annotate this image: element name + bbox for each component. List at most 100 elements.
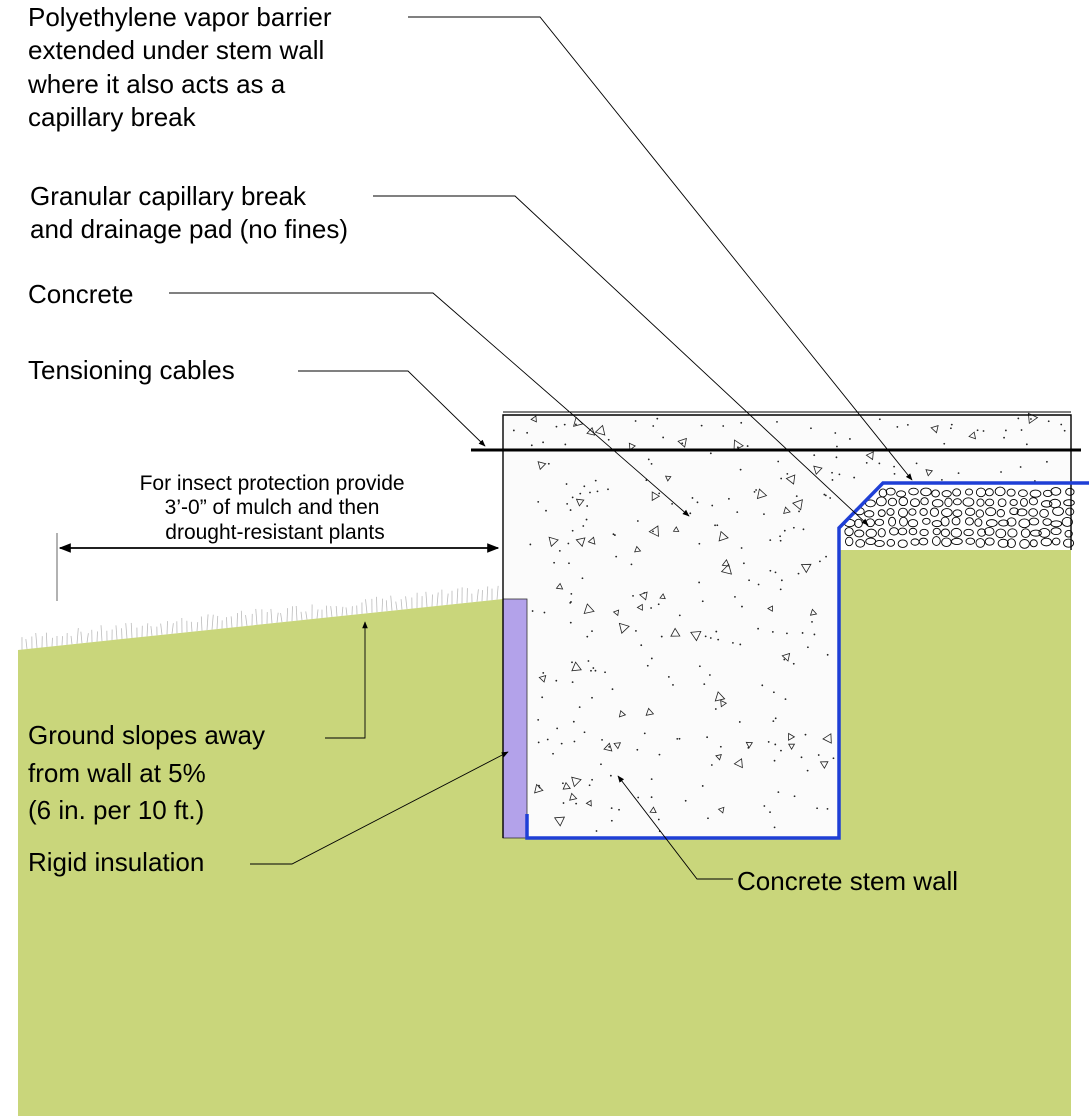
aggregate-dot — [736, 511, 739, 514]
aggregate-dot — [647, 458, 650, 461]
gravel-stone — [874, 518, 885, 526]
slope-label-line: from wall at 5% — [28, 758, 206, 788]
granular-pad-label-line: Granular capillary break — [30, 181, 307, 211]
aggregate-dot — [1046, 460, 1048, 463]
aggregate-dot — [825, 555, 827, 558]
aggregate-dot — [949, 427, 952, 430]
aggregate-dot — [571, 661, 573, 664]
aggregate-dot — [786, 472, 789, 475]
aggregate-stone — [537, 461, 547, 471]
aggregate-dot — [728, 497, 730, 500]
aggregate-dot — [570, 592, 573, 595]
grass-blade — [245, 614, 248, 626]
tensioning-cables-label: Tensioning cables — [28, 355, 235, 385]
gravel-stone — [1065, 507, 1075, 516]
aggregate-dot — [704, 635, 707, 638]
gravel-stone — [907, 519, 919, 528]
aggregate-stone — [575, 498, 585, 507]
aggregate-stone — [783, 506, 791, 515]
aggregate-dot — [660, 635, 663, 638]
aggregate-stone — [639, 591, 648, 601]
grass-blade — [325, 605, 328, 618]
aggregate-dot — [564, 443, 567, 446]
aggregate-dot — [583, 731, 586, 734]
gravel-stone — [950, 537, 963, 546]
aggregate-dot — [579, 492, 582, 495]
gravel-stone — [985, 507, 997, 517]
aggregate-stone — [628, 442, 636, 451]
grass-texture — [21, 585, 499, 650]
aggregate-dot — [784, 698, 787, 701]
aggregate-dot — [592, 667, 595, 669]
aggregate-dot — [943, 442, 946, 445]
aggregate-dot — [736, 446, 739, 449]
gravel-stone — [864, 510, 875, 518]
gravel-stone — [964, 517, 974, 526]
grass-blade — [286, 608, 289, 622]
gravel-stones — [843, 486, 1075, 549]
gravel-stone — [885, 487, 896, 496]
gravel-stone — [975, 509, 985, 518]
gravel-stone — [932, 527, 941, 536]
gravel-stone — [897, 527, 908, 536]
gravel-stone — [1007, 528, 1018, 538]
aggregate-dot — [826, 653, 829, 656]
aggregate-stone — [618, 622, 630, 634]
grass-blade — [496, 585, 499, 600]
aggregate-dot — [607, 488, 609, 491]
stem-wall-label: Concrete stem wall — [737, 866, 958, 896]
grass-blade — [335, 606, 338, 617]
aggregate-dot — [773, 759, 776, 762]
aggregate-dot — [553, 561, 556, 564]
gravel-stone — [929, 507, 939, 517]
aggregate-dot — [529, 543, 532, 546]
aggregate-dot — [552, 752, 554, 755]
aggregate-stone — [594, 424, 606, 436]
aggregate-dot — [547, 462, 550, 465]
aggregate-dot — [560, 742, 563, 745]
aggregate-dot — [950, 423, 953, 426]
aggregate-stone — [720, 699, 728, 708]
aggregate-dot — [678, 614, 681, 617]
aggregate-dot — [611, 688, 614, 691]
stem-wall-leader — [617, 775, 733, 880]
grass-blade — [25, 639, 28, 650]
grass-blade — [146, 623, 149, 637]
aggregate-dot — [570, 601, 572, 603]
aggregate-stone — [672, 526, 680, 532]
grass-blade — [76, 628, 79, 644]
aggregate-dot — [703, 683, 706, 686]
aggregate-stone — [587, 536, 596, 545]
slope-label-line: Ground slopes away — [28, 720, 265, 750]
aggregate-dot — [810, 427, 812, 430]
gravel-stone — [896, 490, 907, 498]
aggregate-dot — [772, 691, 775, 694]
aggregate-stone — [788, 743, 796, 751]
aggregate-dot — [865, 461, 868, 464]
aggregate-dot — [662, 436, 665, 439]
aggregate-dot — [853, 476, 856, 479]
aggregate-dot — [650, 796, 653, 799]
aggregate-dot — [1020, 429, 1023, 431]
aggregate-dot — [537, 741, 540, 744]
aggregate-dot — [746, 445, 749, 447]
aggregate-dot — [769, 569, 772, 572]
gravel-stone — [1029, 529, 1042, 537]
aggregate-dot — [878, 462, 881, 465]
gravel-stone — [922, 517, 931, 525]
aggregate-dot — [817, 754, 820, 756]
aggregate-dot — [714, 708, 717, 710]
aggregate-stone — [714, 691, 726, 702]
aggregate-stone — [745, 741, 754, 749]
aggregate-dot — [707, 817, 709, 820]
grass-blade — [236, 613, 238, 627]
granular-pad-leader — [373, 195, 869, 526]
aggregate-dot — [571, 529, 574, 532]
aggregate-dot — [769, 811, 771, 814]
grass-blade — [395, 601, 398, 611]
aggregate-dot — [591, 630, 593, 633]
aggregate-dot — [1019, 466, 1022, 468]
gravel-stone — [854, 529, 865, 538]
aggregate-dot — [906, 423, 909, 426]
gravel-stone — [984, 526, 995, 536]
